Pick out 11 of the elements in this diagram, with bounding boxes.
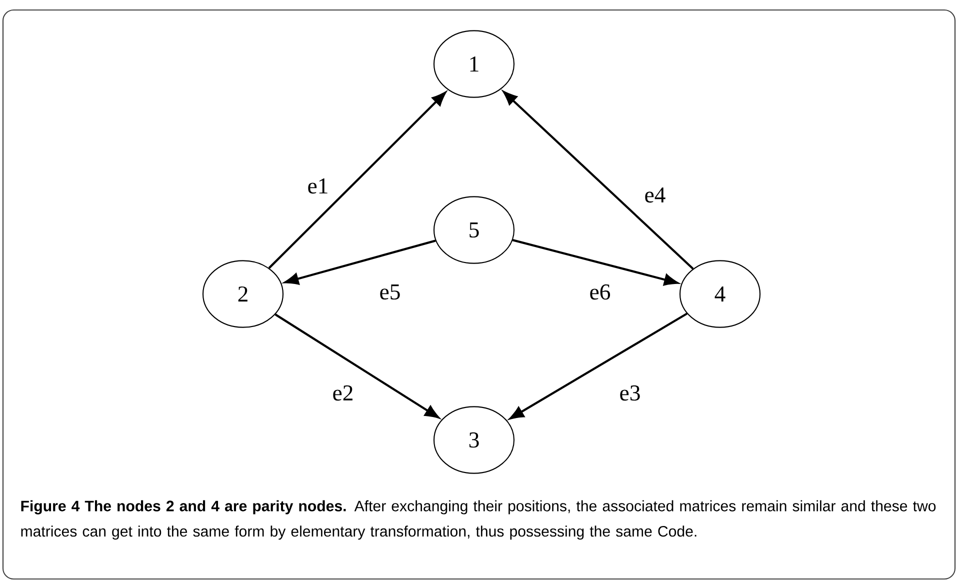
- edge-label: e5: [378, 283, 402, 301]
- figure-caption: Figure 4 The nodes 2 and 4 are parity nodes. After exchanging their positions, the associated matrices remain similar and these two matrices can get into the same form by elementary transformation, thus possessing the same Code.: [21, 500, 936, 540]
- arrow: [503, 91, 694, 270]
- arrow: [274, 314, 440, 418]
- arrow: [512, 239, 678, 286]
- edge-label: e6: [588, 283, 612, 301]
- edge-label: e3: [618, 384, 642, 402]
- edge-label: e2: [330, 384, 356, 402]
- edge-label: e4: [642, 186, 668, 204]
- arrow: [510, 312, 688, 420]
- edge-label: e1: [306, 177, 330, 195]
